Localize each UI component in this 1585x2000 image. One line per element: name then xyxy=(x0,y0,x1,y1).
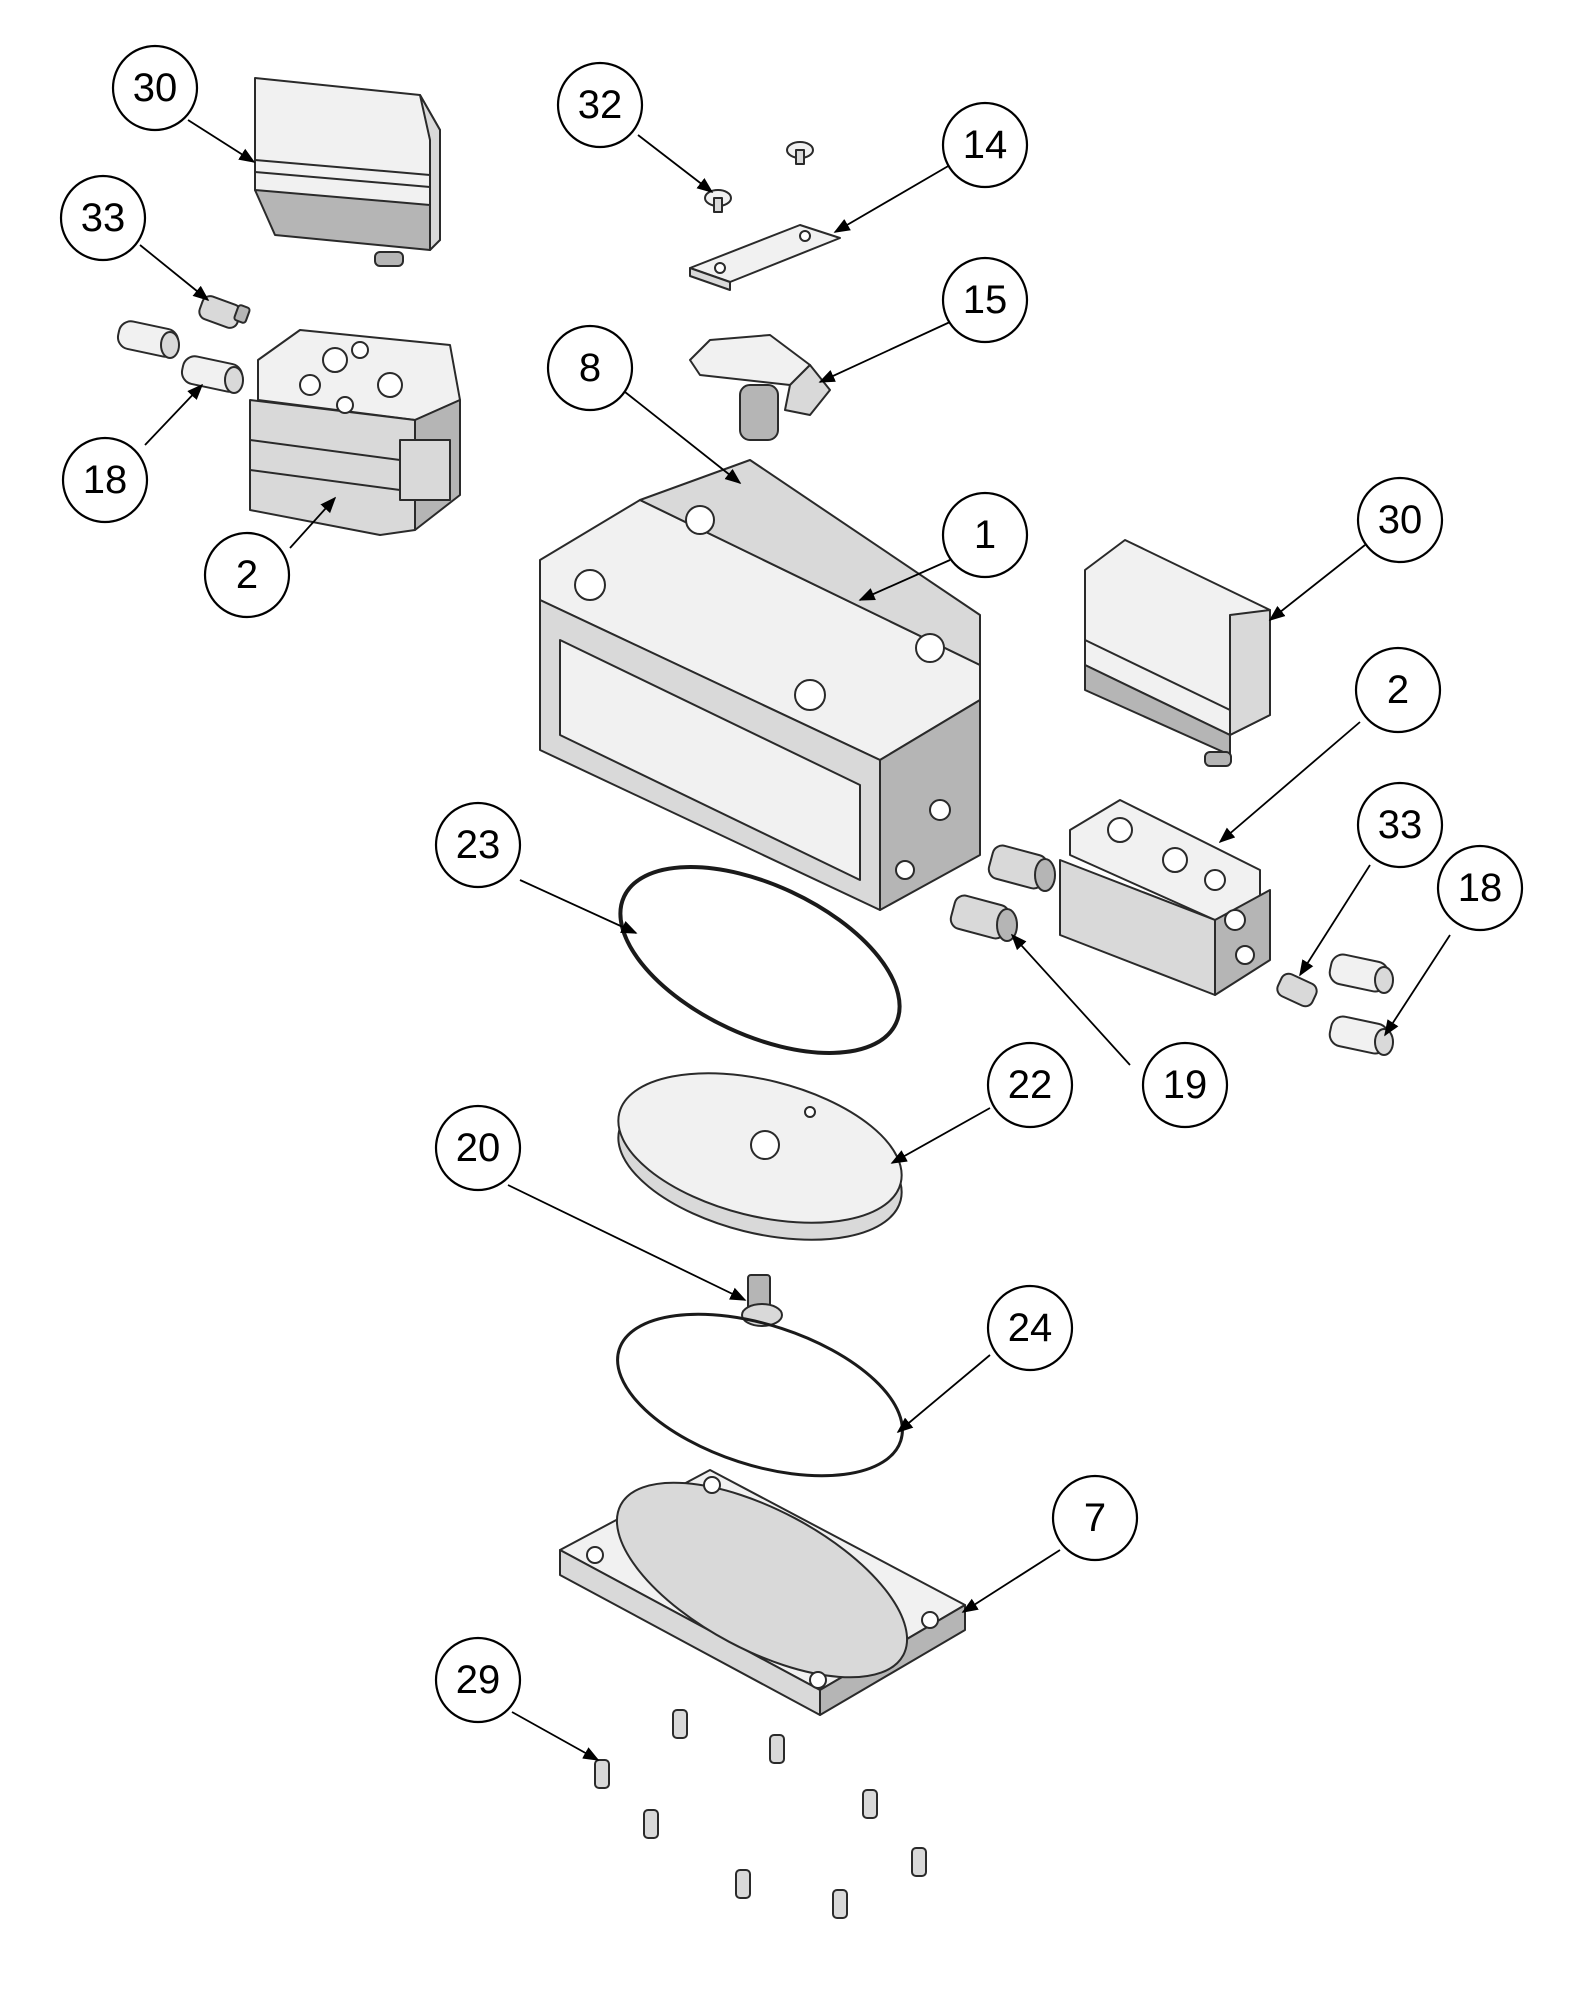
part-29-screws xyxy=(594,1709,927,1919)
callout-7: 7 xyxy=(1051,1474,1139,1562)
leader-29 xyxy=(511,1711,600,1761)
callout-label: 33 xyxy=(1378,803,1423,847)
part-33-right-fitting xyxy=(1276,972,1318,1008)
leader-lines xyxy=(139,119,1451,1761)
part-19-fittings xyxy=(949,844,1056,942)
part-32-screws xyxy=(704,141,814,213)
callout-30-right: 30 xyxy=(1356,476,1444,564)
callout-label: 22 xyxy=(1008,1063,1053,1107)
leader-22 xyxy=(890,1107,991,1164)
callout-8: 8 xyxy=(546,324,634,412)
callout-label: 18 xyxy=(1458,866,1503,910)
callout-1: 1 xyxy=(941,491,1029,579)
callouts: 30 32 14 33 15 8 18 2 1 30 2 xyxy=(59,44,1524,1724)
part-22-piston xyxy=(617,1072,903,1241)
callout-label: 1 xyxy=(974,513,996,557)
leader-30a xyxy=(187,119,256,163)
callout-23: 23 xyxy=(434,801,522,889)
part-23-oring xyxy=(618,865,902,1055)
callout-label: 14 xyxy=(963,123,1008,167)
callout-18-left: 18 xyxy=(61,436,149,524)
callout-label: 29 xyxy=(456,1658,501,1702)
callout-label: 30 xyxy=(133,66,178,110)
callout-label: 30 xyxy=(1378,498,1423,542)
callout-label: 32 xyxy=(578,83,623,127)
part-33-left-fitting xyxy=(198,295,251,329)
leader-18a xyxy=(144,383,204,446)
callout-2-left: 2 xyxy=(203,531,291,619)
part-18-left-plugs xyxy=(116,320,244,394)
callout-label: 2 xyxy=(1387,668,1409,712)
callout-29: 29 xyxy=(434,1636,522,1724)
callout-20: 20 xyxy=(434,1104,522,1192)
callout-label: 18 xyxy=(83,458,128,502)
leader-33b xyxy=(1299,864,1371,977)
leader-1 xyxy=(858,559,951,601)
callout-18-right: 18 xyxy=(1436,844,1524,932)
callout-label: 15 xyxy=(963,278,1008,322)
callout-label: 24 xyxy=(1008,1306,1053,1350)
leader-20 xyxy=(507,1184,747,1301)
callout-label: 23 xyxy=(456,823,501,867)
callout-32: 32 xyxy=(556,61,644,149)
part-24-oring xyxy=(616,1312,904,1478)
callout-33-right: 33 xyxy=(1356,781,1444,869)
part-15-clamp xyxy=(689,334,831,441)
part-2-left-body xyxy=(249,329,461,536)
leader-14 xyxy=(833,164,951,233)
leader-8 xyxy=(624,391,742,485)
callout-label: 2 xyxy=(236,553,258,597)
leader-33a xyxy=(139,244,210,302)
part-14-plate xyxy=(689,224,841,291)
leader-24 xyxy=(896,1354,991,1434)
leader-19 xyxy=(1010,933,1131,1066)
part-2-right-body xyxy=(1059,799,1271,996)
part-30-upper-left xyxy=(254,77,441,267)
leader-23 xyxy=(519,879,638,934)
callout-label: 33 xyxy=(81,196,126,240)
leader-18b xyxy=(1384,934,1451,1037)
part-1-main-body xyxy=(539,459,981,911)
part-7-base-plate xyxy=(559,1469,966,1716)
callout-label: 7 xyxy=(1084,1496,1106,1540)
callout-24: 24 xyxy=(986,1284,1074,1372)
callout-2-right: 2 xyxy=(1354,646,1442,734)
callout-22: 22 xyxy=(986,1041,1074,1129)
callout-30-upper-left: 30 xyxy=(111,44,199,132)
callout-label: 8 xyxy=(579,346,601,390)
callout-15: 15 xyxy=(941,256,1029,344)
part-30-right xyxy=(1084,539,1271,767)
callout-33-left: 33 xyxy=(59,174,147,262)
callout-label: 19 xyxy=(1163,1063,1208,1107)
leader-32 xyxy=(637,134,714,193)
leader-7 xyxy=(961,1549,1061,1613)
callout-14: 14 xyxy=(941,101,1029,189)
callout-19: 19 xyxy=(1141,1041,1229,1129)
part-18-right-plugs xyxy=(1328,953,1394,1056)
leader-2a xyxy=(289,496,337,549)
leader-15 xyxy=(818,321,951,383)
callout-label: 20 xyxy=(456,1126,501,1170)
leader-30b xyxy=(1268,544,1366,622)
leader-2b xyxy=(1218,721,1361,844)
